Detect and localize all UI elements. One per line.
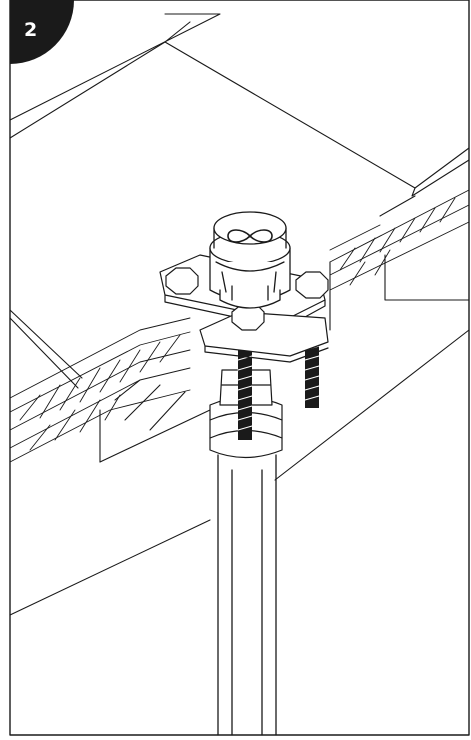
joist-beam bbox=[9, 254, 470, 616]
step-badge-shape bbox=[10, 0, 74, 64]
hex-nut-left bbox=[165, 267, 199, 295]
deck-edge-hatching-right bbox=[329, 189, 470, 291]
valve-body bbox=[209, 211, 291, 309]
deck-boards bbox=[9, 13, 470, 389]
step-number: 2 bbox=[24, 19, 38, 41]
bolt-left bbox=[238, 340, 252, 440]
supply-pipe bbox=[217, 454, 277, 736]
hex-nut-right bbox=[295, 271, 329, 299]
infinity-symbol-icon bbox=[227, 229, 273, 243]
panel-border bbox=[9, 0, 470, 736]
